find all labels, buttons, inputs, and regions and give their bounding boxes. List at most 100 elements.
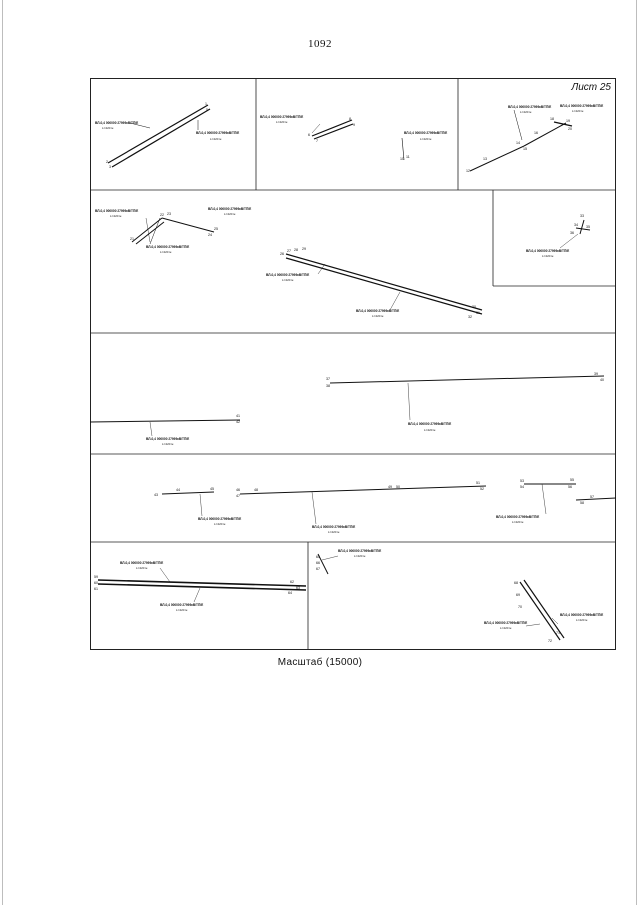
point-label: 43 xyxy=(154,493,158,497)
point-label: 41 xyxy=(236,414,240,418)
route-plans: ВЛ-0,4 000000 27999кВ/ТП/Е L=420 м ВЛ-0,… xyxy=(90,78,616,650)
point-label: 70 xyxy=(518,605,522,609)
point-label: 51 xyxy=(476,481,480,485)
point-label: 68 xyxy=(514,581,518,585)
point-label: 64 xyxy=(288,591,292,595)
point-label: 14 xyxy=(516,141,520,145)
point-label: 58 xyxy=(580,501,584,505)
point-label: 6 xyxy=(308,133,310,137)
segment-label: ВЛ-0,4 000000 27999кВ/ТП/Е xyxy=(95,121,138,125)
point-label: 63 xyxy=(296,586,300,590)
point-label: 36 xyxy=(570,231,574,235)
point-label: 16 xyxy=(534,131,538,135)
panel-grid xyxy=(90,78,616,650)
plan-b: ВЛ-0,4 000000 27999кВ/ТП/Е L=420 м ВЛ-0,… xyxy=(260,115,447,161)
segment-label: ВЛ-0,4 000000 27999кВ/ТП/Е xyxy=(356,309,399,313)
point-label: 71 xyxy=(556,631,560,635)
length-label: L=420 м xyxy=(214,522,225,526)
segment-label: ВЛ-0,4 000000 27999кВ/ТП/Е xyxy=(408,422,451,426)
point-label: 30 xyxy=(472,305,476,309)
length-label: L=420 м xyxy=(354,554,365,558)
segment-label: ВЛ-0,4 000000 27999кВ/ТП/Е xyxy=(260,115,303,119)
length-label: L=420 м xyxy=(136,566,147,570)
point-label: 5 xyxy=(206,108,208,112)
length-label: L=420 м xyxy=(424,428,435,432)
point-label: 7 xyxy=(316,139,318,143)
segment-label: ВЛ-0,4 000000 27999кВ/ТП/Е xyxy=(496,515,539,519)
segment-label: ВЛ-0,4 000000 27999кВ/ТП/Е xyxy=(160,603,203,607)
length-label: L=420 м xyxy=(160,250,171,254)
point-label: 34 xyxy=(574,223,578,227)
point-label: 13 xyxy=(483,157,487,161)
point-label: 18 xyxy=(550,117,554,121)
segment-label: ВЛ-0,4 000000 27999кВ/ТП/Е xyxy=(312,525,355,529)
length-label: L=420 м xyxy=(224,212,235,216)
segment-label: ВЛ-0,4 000000 27999кВ/ТП/Е xyxy=(526,249,569,253)
segment-label: ВЛ-0,4 000000 27999кВ/ТП/Е xyxy=(146,437,189,441)
point-label: 1 xyxy=(205,102,207,106)
point-label: 28 xyxy=(294,248,298,252)
point-label: 45 xyxy=(210,487,214,491)
point-label: 44 xyxy=(176,488,180,492)
point-label: 48 xyxy=(254,488,258,492)
point-label: 56 xyxy=(568,485,572,489)
plan-g: ВЛ-0,4 000000 27999кВ/ТП/Е L=420 м ВЛ-0,… xyxy=(154,478,616,534)
segment-label: ВЛ-0,4 000000 27999кВ/ТП/Е xyxy=(338,549,381,553)
plan-a: ВЛ-0,4 000000 27999кВ/ТП/Е L=420 м ВЛ-0,… xyxy=(95,102,239,169)
length-label: L=420 м xyxy=(572,109,583,113)
point-label: 2 xyxy=(106,160,108,164)
segment-label: ВЛ-0,4 000000 27999кВ/ТП/Е xyxy=(95,209,138,213)
point-label: 15 xyxy=(523,147,527,151)
plan-e: ВЛ-0,4 000000 27999кВ/ТП/Е L=420 м 33 34… xyxy=(526,214,591,258)
left-scan-edge xyxy=(2,0,3,905)
segment-label: ВЛ-0,4 000000 27999кВ/ТП/Е xyxy=(266,273,309,277)
point-label: 60 xyxy=(94,581,98,585)
point-label: 62 xyxy=(290,580,294,584)
length-label: L=420 м xyxy=(210,137,221,141)
point-label: 39 xyxy=(594,372,598,376)
segment-label: ВЛ-0,4 000000 27999кВ/ТП/Е xyxy=(146,245,189,249)
plan-h: ВЛ-0,4 000000 27999кВ/ТП/Е L=420 м ВЛ-0,… xyxy=(94,561,307,612)
segment-label: ВЛ-0,4 000000 27999кВ/ТП/Е xyxy=(484,621,527,625)
point-label: 67 xyxy=(316,567,320,571)
point-label: 27 xyxy=(287,249,291,253)
point-label: 49 xyxy=(388,485,392,489)
point-label: 66 xyxy=(316,561,320,565)
segment-label: ВЛ-0,4 000000 27999кВ/ТП/Е xyxy=(208,207,251,211)
point-label: 42 xyxy=(236,420,240,424)
segment-label: ВЛ-0,4 000000 27999кВ/ТП/Е xyxy=(120,561,163,565)
length-label: L=420 м xyxy=(520,110,531,114)
length-label: L=420 м xyxy=(282,278,293,282)
point-label: 46 xyxy=(236,488,240,492)
point-label: 38 xyxy=(326,384,330,388)
plan-f: ВЛ-0,4 000000 27999кВ/ТП/Е L=420 м ВЛ-0,… xyxy=(90,372,605,446)
point-label: 21 xyxy=(130,237,134,241)
plan-d: ВЛ-0,4 000000 27999кВ/ТП/Е L=420 м ВЛ-0,… xyxy=(95,207,483,319)
segment-label: ВЛ-0,4 000000 27999кВ/ТП/Е xyxy=(560,613,603,617)
point-label: 37 xyxy=(326,377,330,381)
point-label: 54 xyxy=(520,485,524,489)
point-label: 12 xyxy=(466,169,470,173)
length-label: L=420 м xyxy=(500,626,511,630)
point-label: 59 xyxy=(94,575,98,579)
point-label: 31 xyxy=(476,311,480,315)
point-label: 32 xyxy=(468,315,472,319)
point-label: 25 xyxy=(214,227,218,231)
sheet-label: Лист 25 xyxy=(571,82,611,93)
length-label: L=420 м xyxy=(328,530,339,534)
scale-caption: Масштаб (15000) xyxy=(277,657,363,668)
segment-label: ВЛ-0,4 000000 27999кВ/ТП/Е xyxy=(198,517,241,521)
point-label: 72 xyxy=(548,639,552,643)
length-label: L=420 м xyxy=(372,314,383,318)
point-label: 9 xyxy=(353,123,355,127)
length-label: L=420 м xyxy=(542,254,553,258)
length-label: L=420 м xyxy=(102,126,113,130)
plan-c: ВЛ-0,4 000000 27999кВ/ТП/Е L=420 м ВЛ-0,… xyxy=(466,104,603,173)
point-label: 29 xyxy=(302,247,306,251)
point-label: 23 xyxy=(167,212,171,216)
point-label: 65 xyxy=(316,555,320,559)
point-label: 11 xyxy=(406,155,410,159)
point-label: 35 xyxy=(586,225,590,229)
length-label: L=420 м xyxy=(512,520,523,524)
point-label: 8 xyxy=(349,117,351,121)
